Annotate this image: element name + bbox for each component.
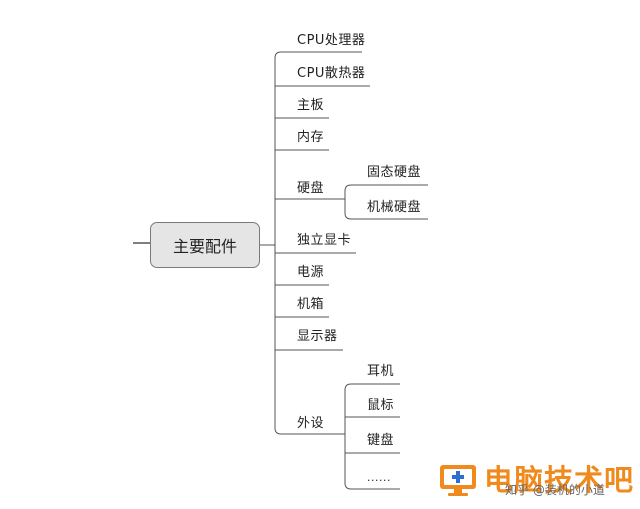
branch-monitor[interactable]: 显示器 xyxy=(297,329,338,344)
leaf-mouse[interactable]: 鼠标 xyxy=(367,398,395,413)
branch-case[interactable]: 机箱 xyxy=(297,297,325,312)
branch-cpu-cooler[interactable]: CPU散热器 xyxy=(297,66,366,81)
leaf-hdd[interactable]: 机械硬盘 xyxy=(367,200,422,215)
branch-peripherals[interactable]: 外设 xyxy=(297,416,325,431)
root-node[interactable]: 主要配件 xyxy=(150,222,260,268)
computer-logo-icon xyxy=(434,458,482,498)
branch-power-supply[interactable]: 电源 xyxy=(297,265,325,280)
leaf-ssd[interactable]: 固态硬盘 xyxy=(367,165,422,180)
branch-storage[interactable]: 硬盘 xyxy=(297,181,325,196)
branch-graphics-card[interactable]: 独立显卡 xyxy=(297,233,352,248)
branch-memory[interactable]: 内存 xyxy=(297,130,325,145)
watermark-text: 电脑技术吧 xyxy=(483,463,634,497)
watermark: 电脑技术吧 xyxy=(434,458,634,498)
leaf-keyboard[interactable]: 键盘 xyxy=(367,433,395,448)
leaf-more[interactable]: ...... xyxy=(367,471,391,484)
leaf-headphones[interactable]: 耳机 xyxy=(367,364,395,379)
branch-motherboard[interactable]: 主板 xyxy=(297,98,325,113)
watermark-subtext: 知乎 @装机的小道 xyxy=(505,483,605,497)
branch-cpu-processor[interactable]: CPU处理器 xyxy=(297,33,366,48)
